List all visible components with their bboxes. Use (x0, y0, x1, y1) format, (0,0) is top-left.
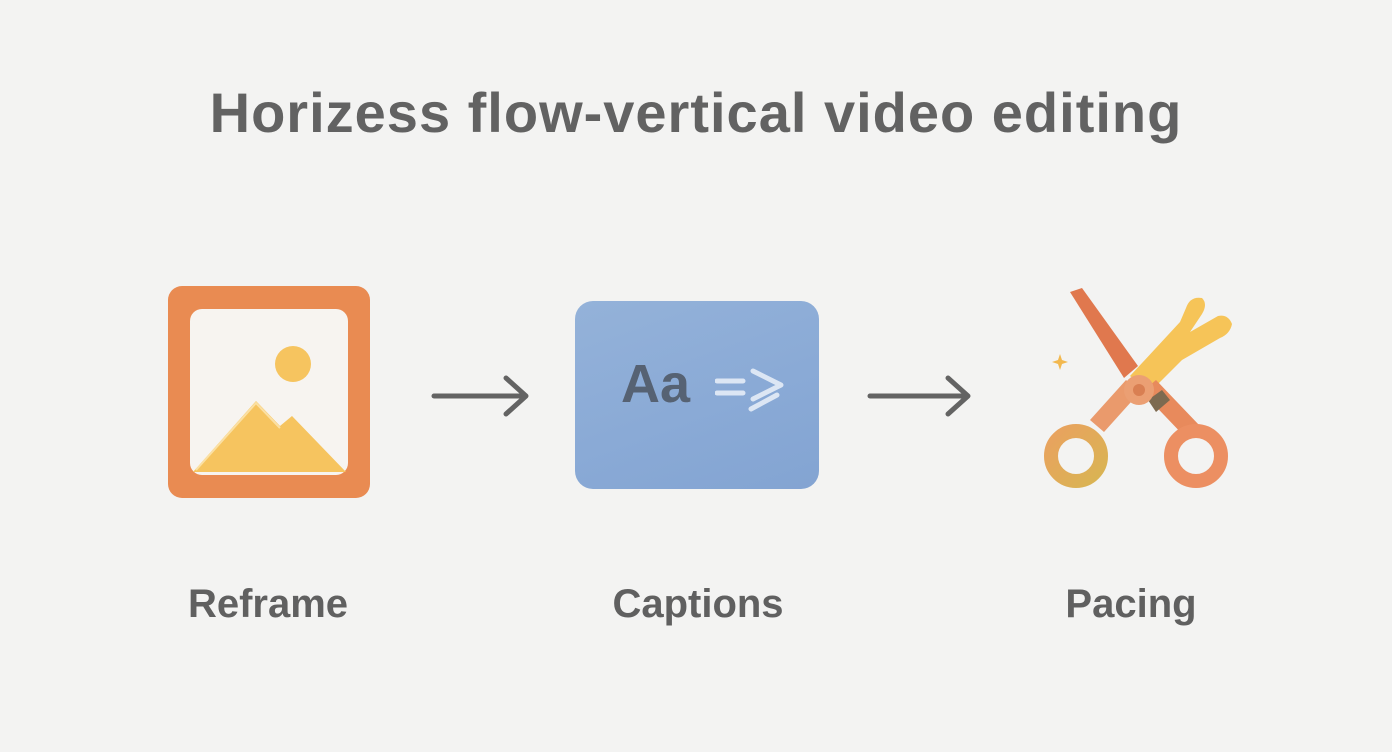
double-chevron-icon (715, 368, 784, 412)
step-label-captions: Captions (612, 582, 784, 626)
scissors-icon (1044, 288, 1232, 488)
captions-glyph: Aa (621, 354, 691, 414)
image-frame-icon (168, 286, 370, 498)
flow-arrow-2 (867, 375, 971, 417)
flow-arrow-1 (431, 375, 529, 417)
diagram-title: Horizess flow-vertical video editing (209, 81, 1183, 144)
captions-icon: Aa (575, 301, 819, 489)
step-label-pacing: Pacing (1065, 582, 1197, 626)
step-label-reframe: Reframe (187, 582, 349, 626)
